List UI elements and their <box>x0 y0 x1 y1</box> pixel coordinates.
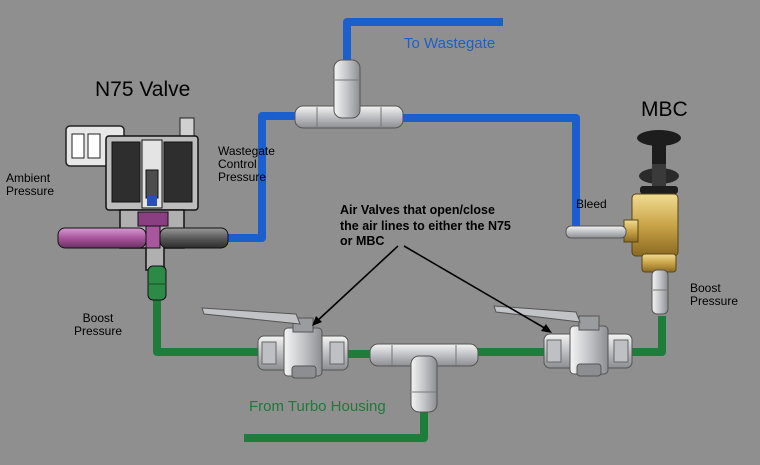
to-wastegate-label: To Wastegate <box>404 35 496 52</box>
mbc-valve <box>565 130 681 315</box>
boost-line-right-valve-to-mbc <box>628 316 666 356</box>
boost-line <box>153 298 666 442</box>
ball-valve-left <box>201 307 349 379</box>
n75-valve-title: N75 Valve <box>95 78 191 101</box>
valve-handle-left <box>201 307 301 325</box>
ball-valve-right <box>493 305 633 377</box>
ambient-pressure-label: Ambient Pressure <box>6 171 55 198</box>
mbc-title: MBC <box>641 98 688 121</box>
wastegate-line-tee-to-wastegate <box>343 18 503 68</box>
tee-fitting-bottom <box>369 343 479 413</box>
wastegate-control-pressure-label: Wastegate Control Pressure <box>218 144 275 184</box>
callout-arrows <box>315 245 549 331</box>
tee-fitting-top <box>294 59 404 129</box>
valve-handle-right <box>493 305 581 323</box>
air-valves-callout: Air Valves that open/close the air lines… <box>340 203 511 249</box>
bleed-label: Bleed <box>576 197 607 211</box>
boost-line-from-turbo <box>244 406 428 442</box>
boost-line-n75-to-left-valve <box>153 298 262 356</box>
wastegate-line-n75-to-tee <box>226 112 300 242</box>
from-turbo-housing-label: From Turbo Housing <box>249 398 386 415</box>
callout-arrowheads <box>312 316 552 333</box>
boost-pressure-right-label: Boost Pressure <box>690 281 739 308</box>
n75-valve <box>57 117 229 301</box>
boost-pressure-left-label: Boost Pressure <box>74 311 123 338</box>
